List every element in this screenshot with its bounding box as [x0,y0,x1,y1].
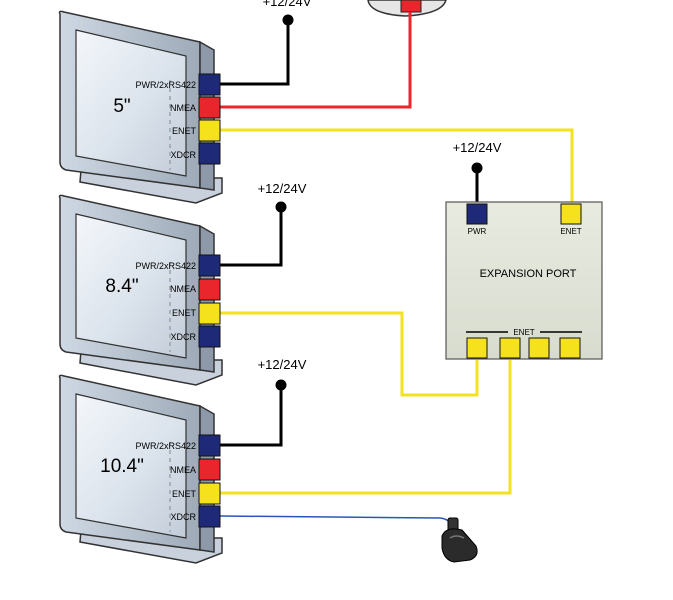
enet-wire-84in [220,311,479,397]
expansion-enet-port-4[interactable] [559,337,581,359]
expansion-enet-port[interactable] [560,203,582,225]
enet-port[interactable] [198,119,221,142]
enet-port[interactable] [198,302,221,325]
port-label-nmea: NMEA [170,284,196,294]
nmea-port[interactable] [198,96,221,119]
nmea-wire [220,12,412,109]
port-label-pwr: PWR/2xRS422 [135,261,196,271]
expansion-enet-label: ENET [560,227,581,236]
power-terminal-expansion [471,162,483,174]
enet-wire-5in [220,128,574,204]
power-terminal-5in [282,14,294,26]
nmea-port[interactable] [198,458,221,481]
display-84in: 8.4" PWR/2xRS422 NMEA ENET XDCR [58,194,223,386]
expansion-enet-port-1[interactable] [466,337,488,359]
transducer-icon [441,517,478,563]
port-label-nmea: NMEA [170,465,196,475]
pwr-port[interactable] [198,434,221,457]
display-size-label: 10.4" [100,456,144,477]
xdcr-port[interactable] [198,505,221,528]
port-label-xdcr: XDCR [170,150,196,160]
power-wire-84in [220,207,283,267]
pwr-port[interactable] [198,73,221,96]
expansion-enet-port-3[interactable] [528,337,550,359]
expansion-port: PWR ENET EXPANSION PORT ENET [445,201,603,360]
port-label-xdcr: XDCR [170,512,196,522]
port-label-pwr: PWR/2xRS422 [135,441,196,451]
expansion-enet-group-label: ENET [513,328,534,337]
display-104in: 10.4" PWR/2xRS422 NMEA ENET XDCR [58,374,223,564]
top-device-partial [367,0,447,17]
expansion-pwr-port[interactable] [466,203,488,225]
wires [219,12,574,528]
power-wire-104in [220,385,283,447]
power-wire-5in [220,20,290,86]
nmea-port[interactable] [198,278,221,301]
power-terminal-104in [275,379,287,391]
port-label-enet: ENET [172,126,197,136]
enet-wire-104in [220,360,512,495]
power-label-top: +12/24V [263,0,312,9]
pwr-port[interactable] [198,254,221,277]
expansion-enet-port-2[interactable] [499,337,521,359]
port-label-xdcr: XDCR [170,332,196,342]
xdcr-port[interactable] [198,142,221,165]
port-label-nmea: NMEA [170,103,196,113]
display-5in: 5" PWR/2xRS422 NMEA ENET XDCR [58,10,223,204]
display-size-label: 8.4" [105,276,138,297]
power-terminal-84in [275,201,287,213]
power-label-84in: +12/24V [258,181,307,196]
xdcr-wire [219,515,453,528]
power-label-104in: +12/24V [258,357,307,372]
power-label-expansion: +12/24V [453,140,502,155]
expansion-title: EXPANSION PORT [480,268,577,280]
port-label-enet: ENET [172,489,197,499]
display-size-label: 5" [113,96,130,117]
port-label-enet: ENET [172,308,197,318]
expansion-pwr-label: PWR [468,227,487,236]
port-label-pwr: PWR/2xRS422 [135,80,196,90]
enet-port[interactable] [198,482,221,505]
xdcr-port[interactable] [198,325,221,348]
